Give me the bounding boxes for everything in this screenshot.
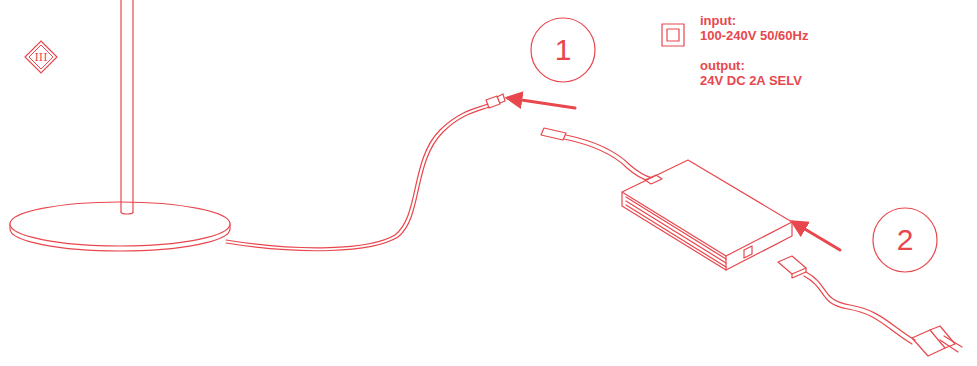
power-adapter	[622, 160, 792, 270]
insert-arrow	[508, 98, 575, 108]
class-ii-symbol	[662, 24, 684, 46]
callout-circle: 1	[530, 17, 596, 83]
lamp-cable	[226, 94, 505, 251]
callout-circle: 2	[872, 207, 938, 273]
lamp	[10, 0, 230, 251]
spec-text: 100-240V 50/60Hz	[700, 28, 808, 43]
callout-number: 1	[555, 35, 572, 65]
spec-text: output:	[700, 58, 745, 73]
adapter-cable	[541, 128, 652, 181]
class-iii-symbol: III	[24, 40, 58, 74]
callout-number: 2	[897, 225, 914, 255]
insert-arrow	[793, 222, 840, 250]
mains-cord	[778, 256, 962, 356]
spec-text: 24V DC 2A SELV	[700, 73, 802, 88]
class-mark: III	[34, 52, 47, 63]
spec-text: input:	[700, 13, 736, 28]
